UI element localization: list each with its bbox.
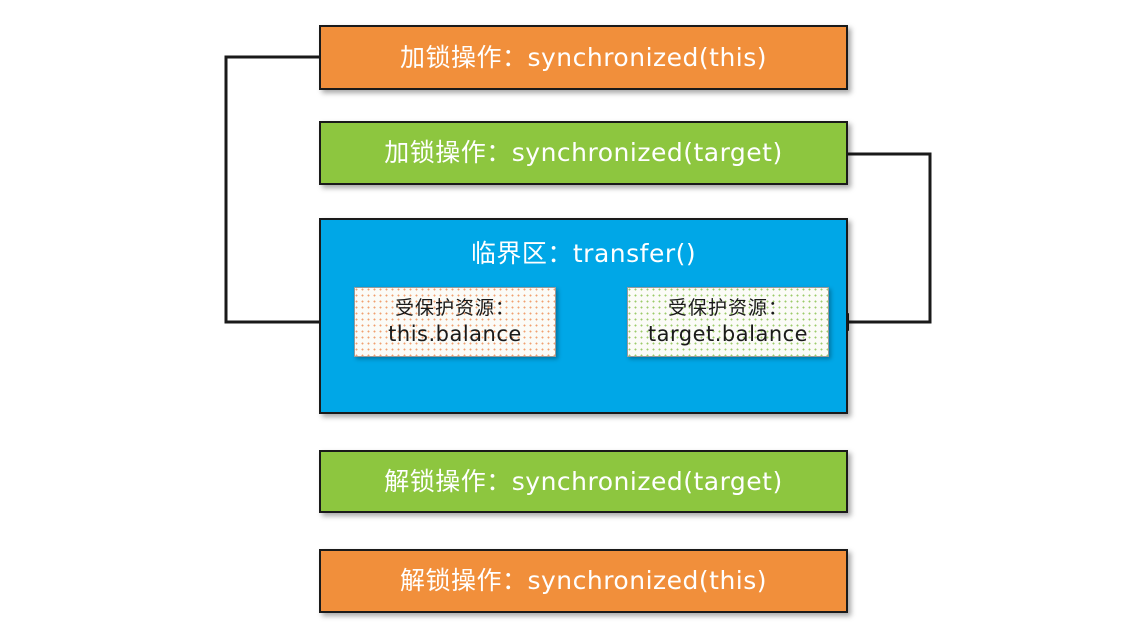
resource-target-balance[interactable]: 受保护资源： target.balance	[627, 287, 829, 357]
resource-target-balance-caption: 受保护资源：	[667, 297, 788, 319]
resource-this-balance-name: this.balance	[388, 321, 522, 346]
resource-this-balance[interactable]: 受保护资源： this.balance	[354, 287, 556, 357]
step-critical-section-label: 临界区：transfer()	[470, 239, 697, 268]
step-critical-section[interactable]: 临界区：transfer() 受保护资源： this.balance 受保护资源…	[319, 218, 848, 414]
resource-target-balance-name: target.balance	[647, 321, 809, 346]
step-unlock-this[interactable]: 解锁操作：synchronized(this)	[319, 549, 848, 613]
step-lock-this[interactable]: 加锁操作：synchronized(this)	[319, 25, 848, 90]
resource-this-balance-caption: 受保护资源：	[394, 297, 515, 319]
step-lock-target-label: 加锁操作：synchronized(target)	[384, 138, 783, 167]
step-unlock-target-label: 解锁操作：synchronized(target)	[384, 466, 783, 496]
step-lock-target[interactable]: 加锁操作：synchronized(target)	[319, 121, 848, 185]
step-unlock-target[interactable]: 解锁操作：synchronized(target)	[319, 450, 848, 513]
step-lock-this-label: 加锁操作：synchronized(this)	[399, 42, 768, 72]
step-unlock-this-label: 解锁操作：synchronized(this)	[399, 566, 768, 595]
